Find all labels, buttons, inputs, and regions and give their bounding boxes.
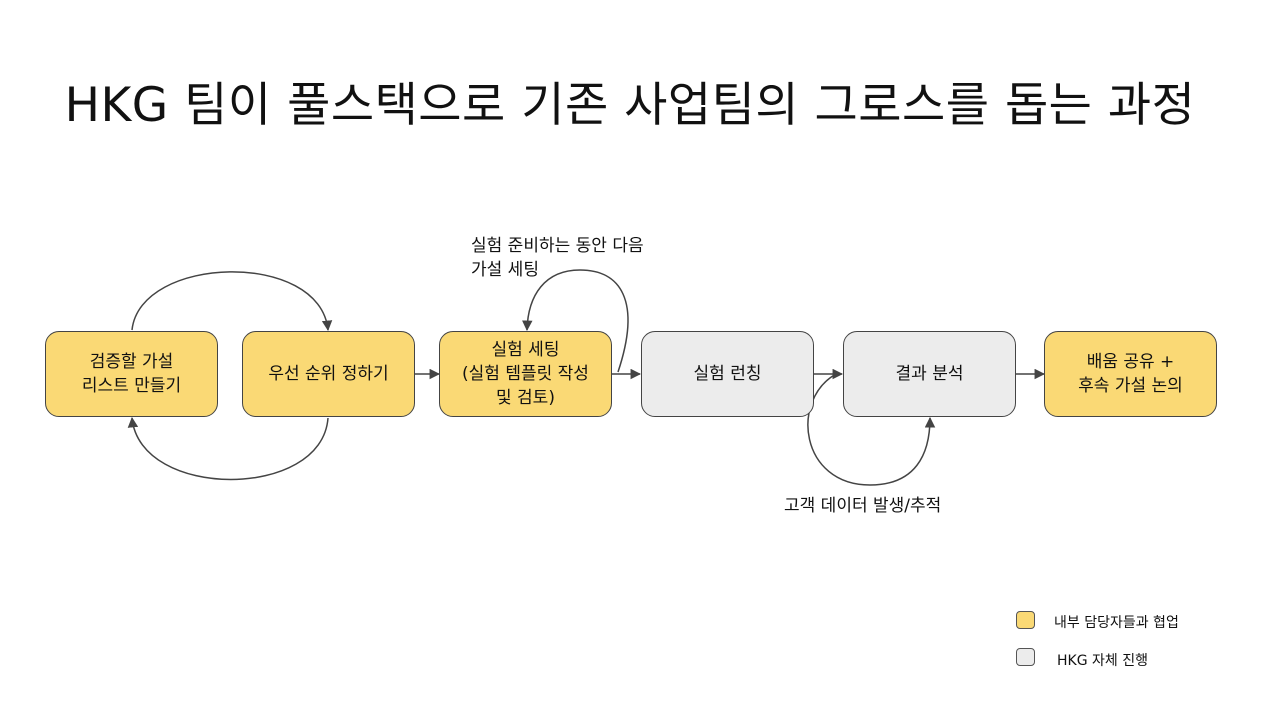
arrow-self-loop-setup xyxy=(522,269,629,373)
legend-label-hkg: HKG 자체 진행 xyxy=(1057,653,1148,669)
node-result-analysis: 결과 분석 xyxy=(843,331,1016,417)
arrow-loop-bottom xyxy=(127,416,329,481)
node-experiment-setup: 실험 세팅 (실험 템플릿 작성 및 검토) xyxy=(439,331,612,417)
legend-label-internal: 내부 담당자들과 협업 xyxy=(1054,615,1179,631)
node-experiment-launch: 실험 런칭 xyxy=(641,331,814,417)
legend-swatch-hkg xyxy=(1016,648,1035,666)
node-hypothesis-list: 검증할 가설 리스트 만들기 xyxy=(45,331,218,417)
arrow-loop-top xyxy=(131,271,333,332)
annotation-next-hypothesis: 실험 준비하는 동안 다음 가설 세팅 xyxy=(471,236,644,280)
node-share-learning: 배움 공유 + 후속 가설 논의 xyxy=(1044,331,1217,417)
legend-swatch-internal xyxy=(1016,611,1035,629)
node-prioritize: 우선 순위 정하기 xyxy=(242,331,415,417)
page-title: HKG 팀이 풀스택으로 기존 사업팀의 그로스를 돕는 과정 xyxy=(64,78,1196,133)
annotation-customer-data: 고객 데이터 발생/추적 xyxy=(784,496,942,516)
